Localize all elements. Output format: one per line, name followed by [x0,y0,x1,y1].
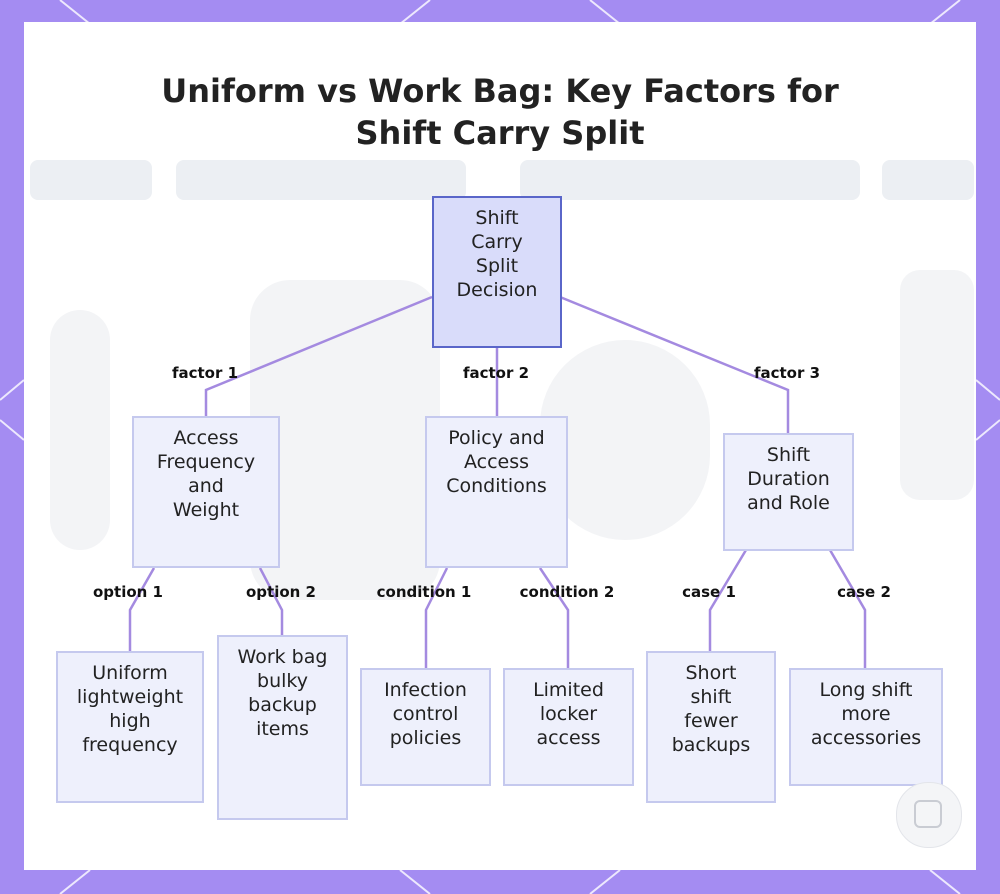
node-label: Shift Carry Split Decision [457,198,538,302]
node-label: Limited locker access [533,670,604,750]
edge-factor-1 [206,297,432,416]
edge-label-condition-2: condition 2 [520,583,615,601]
node-label: Infection control policies [384,670,467,750]
edge-label-option-2: option 2 [246,583,316,601]
node-long-shift[interactable]: Long shift more accessories [789,668,943,786]
edge-label-factor-1: factor 1 [172,364,238,382]
node-limited-locker[interactable]: Limited locker access [503,668,634,786]
edge-label-condition-1: condition 1 [377,583,472,601]
node-access-frequency[interactable]: Access Frequency and Weight [132,416,280,568]
edge-option-2 [260,568,282,635]
node-infection-control[interactable]: Infection control policies [360,668,491,786]
edge-label-factor-3: factor 3 [754,364,820,382]
node-root-decision[interactable]: Shift Carry Split Decision [432,196,562,348]
edge-option-1 [130,568,154,651]
edge-case-2 [830,550,865,668]
edge-label-case-1: case 1 [682,583,736,601]
edge-label-case-2: case 2 [837,583,891,601]
node-label: Policy and Access Conditions [446,418,547,498]
edge-label-option-1: option 1 [93,583,163,601]
node-work-bag-items[interactable]: Work bag bulky backup items [217,635,348,820]
node-short-shift[interactable]: Short shift fewer backups [646,651,776,803]
node-uniform-items[interactable]: Uniform lightweight high frequency [56,651,204,803]
node-policy-access[interactable]: Policy and Access Conditions [425,416,568,568]
node-label: Shift Duration and Role [747,435,830,515]
node-shift-duration[interactable]: Shift Duration and Role [723,433,854,551]
node-label: Uniform lightweight high frequency [77,653,183,757]
chat-bot-icon [914,800,942,828]
node-label: Long shift more accessories [811,670,921,750]
node-label: Access Frequency and Weight [157,418,255,522]
edge-label-factor-2: factor 2 [463,364,529,382]
node-label: Short shift fewer backups [672,653,751,757]
node-label: Work bag bulky backup items [238,637,328,741]
